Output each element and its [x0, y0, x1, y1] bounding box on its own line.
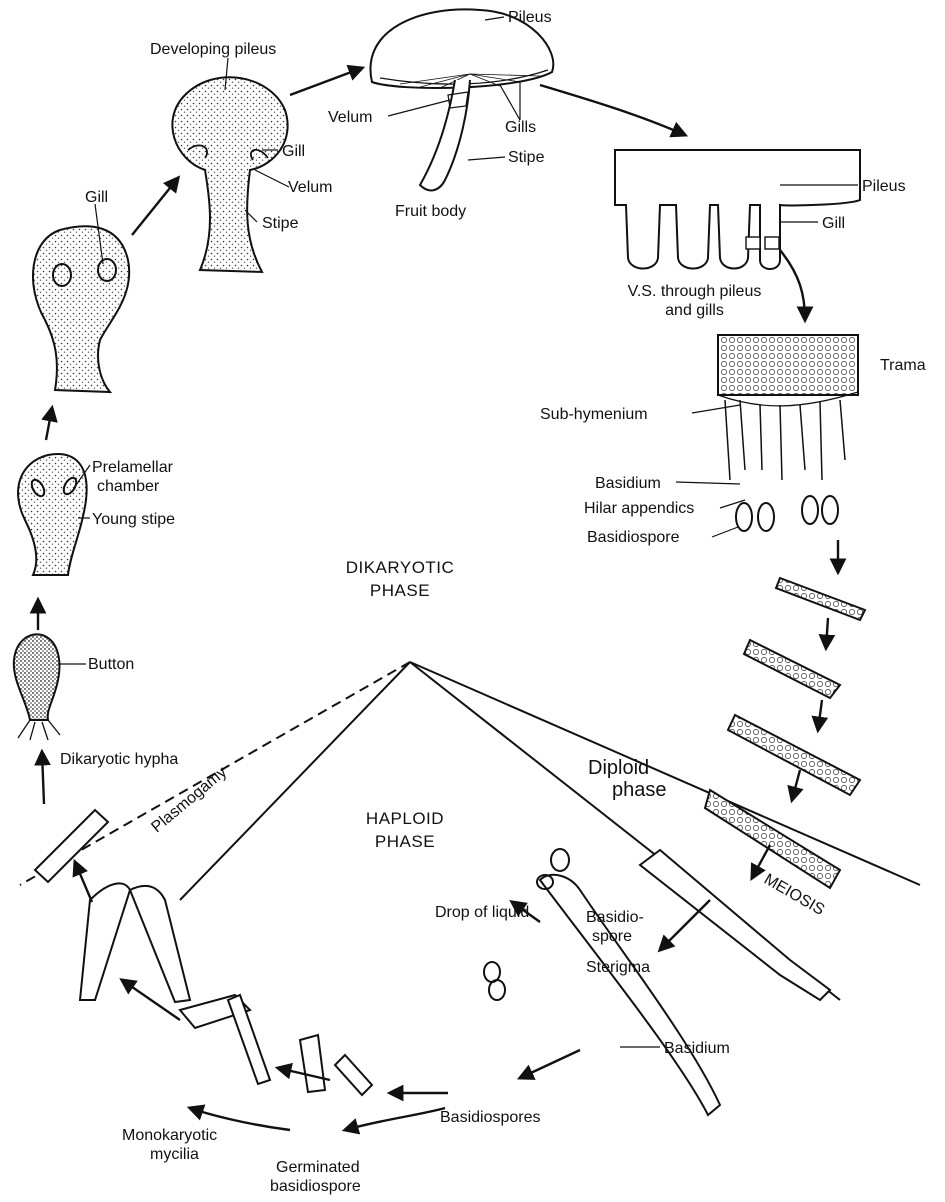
label-fruit-body: Fruit body: [395, 202, 466, 221]
label-gill-young: Gill: [85, 188, 108, 207]
label-sub-hymenium: Sub-hymenium: [540, 405, 648, 424]
label-gill-vs: Gill: [822, 214, 845, 233]
label-pileus-fruit: Pileus: [508, 8, 552, 27]
label-stipe-developing: Stipe: [262, 214, 298, 233]
label-prelamellar-line1: Prelamellar: [92, 458, 173, 477]
label-germinated-line2: basidiospore: [270, 1177, 361, 1196]
label-basidiospore-hymenium: Basidiospore: [587, 528, 680, 547]
label-basidiospores: Basidiospores: [440, 1108, 541, 1127]
label-haploid-phase-line1: HAPLOID: [345, 808, 465, 829]
label-button: Button: [88, 655, 134, 674]
label-germinated-line1: Germinated: [276, 1158, 360, 1177]
label-basidio-spore-line2: spore: [592, 927, 632, 946]
label-gills-fruit: Gills: [505, 118, 536, 137]
hyphae-drawings: [35, 810, 372, 1095]
label-monokaryotic-line1: Monokaryotic: [122, 1126, 217, 1145]
label-sterigma: Sterigma: [586, 958, 650, 977]
label-trama: Trama: [880, 356, 926, 375]
label-dikaryotic-phase-line2: PHASE: [330, 580, 470, 601]
button-stage-drawing: [14, 634, 60, 740]
label-basidium-hymenium: Basidium: [595, 474, 661, 493]
label-dikaryotic-hypha: Dikaryotic hypha: [60, 750, 178, 769]
label-gill-developing: Gill: [282, 142, 305, 161]
label-drop-of-liquid: Drop of liquid: [435, 903, 529, 922]
vs-pileus-gills-drawing: [615, 150, 860, 269]
label-diploid-phase-line2: phase: [612, 779, 667, 801]
label-basidium-lower: Basidium: [664, 1039, 730, 1058]
developing-pileus-drawing: [172, 77, 287, 272]
prelamellar-stage-drawing: [18, 454, 87, 575]
label-vs-caption-line1: V.S. through pileus: [592, 282, 797, 301]
label-monokaryotic-line2: mycilia: [150, 1145, 199, 1164]
label-dikaryotic-phase-line1: DIKARYOTIC: [330, 557, 470, 578]
label-velum-fruit: Velum: [328, 108, 372, 127]
label-pileus-vs: Pileus: [862, 177, 906, 196]
label-haploid-phase-line2: PHASE: [345, 831, 465, 852]
label-prelamellar-line2: chamber: [97, 477, 159, 496]
label-young-stipe: Young stipe: [92, 510, 175, 529]
label-vs-caption-line2: and gills: [592, 301, 797, 320]
label-velum-developing: Velum: [288, 178, 332, 197]
label-developing-pileus: Developing pileus: [150, 40, 276, 59]
young-fruit-body-drawing: [33, 226, 129, 392]
label-basidio-spore-line1: Basidio-: [586, 908, 644, 927]
label-stipe-fruit: Stipe: [508, 148, 544, 167]
label-diploid-phase-line1: Diploid: [588, 757, 649, 779]
label-hilar-appendics: Hilar appendics: [584, 499, 694, 518]
